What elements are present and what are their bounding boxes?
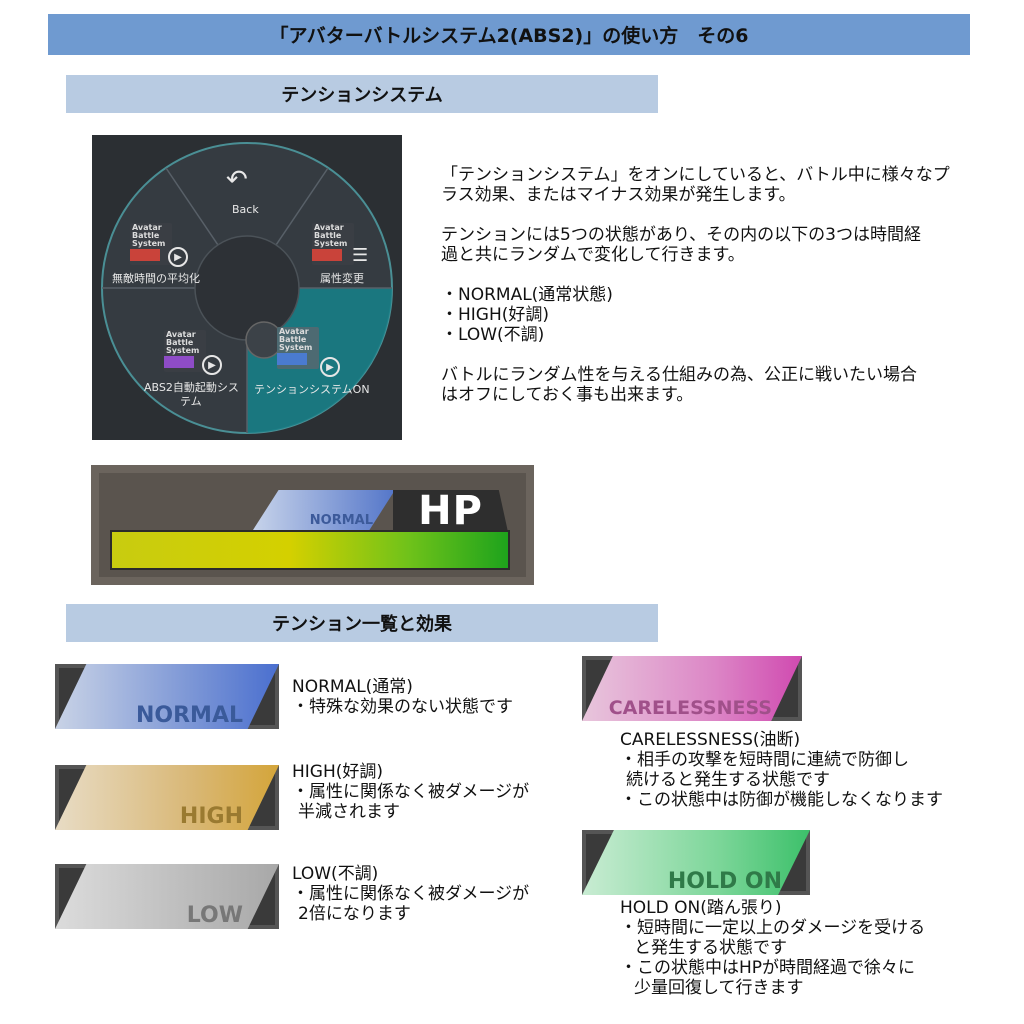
tension-desc-low: LOW(不調) ・属性に関係なく被ダメージが 2倍になります [292,864,529,924]
tension-line: ・この状態中はHPが時間経過で徐々に [620,958,916,978]
badge-face: CARELESSNESS [582,656,802,721]
state-item: ・HIGH(好調) [441,305,550,325]
hp-tension-badge: NORMAL [253,490,395,530]
badge-face: HIGH [55,765,279,830]
play-icon[interactable]: ▶ [320,357,340,377]
description-line: テンションには5つの状態があり、その内の以下の3つは時間経 [441,225,921,245]
section-title: テンションシステム [281,85,443,106]
tile-tag-bar [312,249,342,261]
menu-item-tile-1[interactable]: Avatar Battle System [130,223,172,265]
tension-badge-carelessness: CARELESSNESS [582,656,802,721]
tension-badge-hold-on: HOLD ON [582,830,810,895]
tension-desc-carelessness: CARELESSNESS(油断) ・相手の攻撃を短時間に連続で防御し 続けると発… [620,730,943,810]
hp-tension-state: NORMAL [309,513,373,528]
hp-bar [110,530,510,570]
description-line: 過と共にランダムで変化して行きます。 [441,245,745,265]
play-icon[interactable]: ▶ [168,247,188,267]
tile-tag-bar [130,249,160,261]
tension-line: ・属性に関係なく被ダメージが [292,782,530,802]
tension-title: CARELESSNESS(油断) [620,730,801,750]
hp-label: HP [393,490,508,532]
tension-title: NORMAL(通常) [292,677,413,697]
tension-title: LOW(不調) [292,864,379,884]
tension-line: 半減されます [298,802,400,822]
badge-label: LOW [186,903,243,928]
radial-menu-panel: ↶ Back Avatar Battle System ▶ 無敵時間の平均化 A… [92,135,402,440]
badge-face: HOLD ON [582,830,810,895]
tension-line: 続けると発生する状態です [626,770,830,790]
menu-item-label-2[interactable]: 属性変更 [320,272,364,285]
tile-tag-bar [164,356,194,368]
tension-line: ・属性に関係なく被ダメージが [292,884,530,904]
play-icon[interactable]: ▶ [202,355,222,375]
tension-line: ・短時間に一定以上のダメージを受ける [620,918,926,938]
tension-badge-normal: NORMAL [55,664,279,729]
badge-face: LOW [55,864,279,929]
tile-brand-text: Avatar Battle System [279,327,313,352]
tension-badge-low: LOW [55,864,279,929]
menu-item-tile-4[interactable]: Avatar Battle System [277,327,319,369]
section-title: テンション一覧と効果 [272,614,452,635]
tension-line: 少量回復して行きます [634,978,804,998]
menu-item-label-3b[interactable]: テム [180,395,202,408]
description-line: はオフにしておく事も出来ます。 [441,385,694,405]
tension-desc-high: HIGH(好調) ・属性に関係なく被ダメージが 半減されます [292,762,529,822]
tension-desc-hold-on: HOLD ON(踏ん張り) ・短時間に一定以上のダメージを受ける と発生する状態… [620,898,925,998]
state-item: ・NORMAL(通常状態) [441,285,613,305]
description-line: ラス効果、またはマイナス効果が発生します。 [441,185,796,205]
tile-tag-bar [277,353,307,365]
section-header-tension-system: テンションシステム [66,75,658,113]
badge-label: CARELESSNESS [608,697,772,719]
tension-line: と発生する状態です [634,938,787,958]
menu-item-label-3a[interactable]: ABS2自動起動シス [144,381,239,394]
tension-desc-normal: NORMAL(通常) ・特殊な効果のない状態です [292,677,513,717]
tension-badge-high: HIGH [55,765,279,830]
description-line: 「テンションシステム」をオンにしていると、バトル中に様々なプ [441,165,950,185]
menu-item-label-1[interactable]: 無敵時間の平均化 [112,272,200,285]
tile-brand-text: Avatar Battle System [132,223,166,248]
page-title-banner: 「アバターバトルシステム2(ABS2)」の使い方 その6 [48,14,970,55]
tension-line: ・相手の攻撃を短時間に連続で防御し [620,750,909,770]
back-label[interactable]: Back [232,203,259,216]
section-header-tension-list: テンション一覧と効果 [66,604,658,642]
tension-title: HOLD ON(踏ん張り) [620,898,782,918]
menu-item-tile-3[interactable]: Avatar Battle System [164,330,206,372]
tension-line: ・特殊な効果のない状態です [292,697,513,717]
badge-label: HIGH [179,804,243,829]
menu-item-label-4[interactable]: テンションシステムON [254,383,370,396]
tension-line: ・この状態中は防御が機能しなくなります [620,790,943,810]
menu-item-tile-2[interactable]: Avatar Battle System [312,223,354,265]
tile-brand-text: Avatar Battle System [314,223,348,248]
description-block: 「テンションシステム」をオンにしていると、バトル中に様々なプ ラス効果、またはマ… [441,165,1006,405]
tension-line: 2倍になります [298,904,411,924]
tension-title: HIGH(好調) [292,762,384,782]
badge-face: NORMAL [55,664,279,729]
badge-label: NORMAL [136,703,243,728]
badge-label: HOLD ON [667,869,782,894]
tile-brand-text: Avatar Battle System [166,330,200,355]
back-arrow-icon[interactable]: ↶ [226,165,248,195]
state-item: ・LOW(不調) [441,325,545,345]
description-line: バトルにランダム性を与える仕組みの為、公正に戦いたい場合 [441,365,917,385]
page-title: 「アバターバトルシステム2(ABS2)」の使い方 その6 [269,25,749,47]
list-icon[interactable]: ☰ [352,245,369,266]
